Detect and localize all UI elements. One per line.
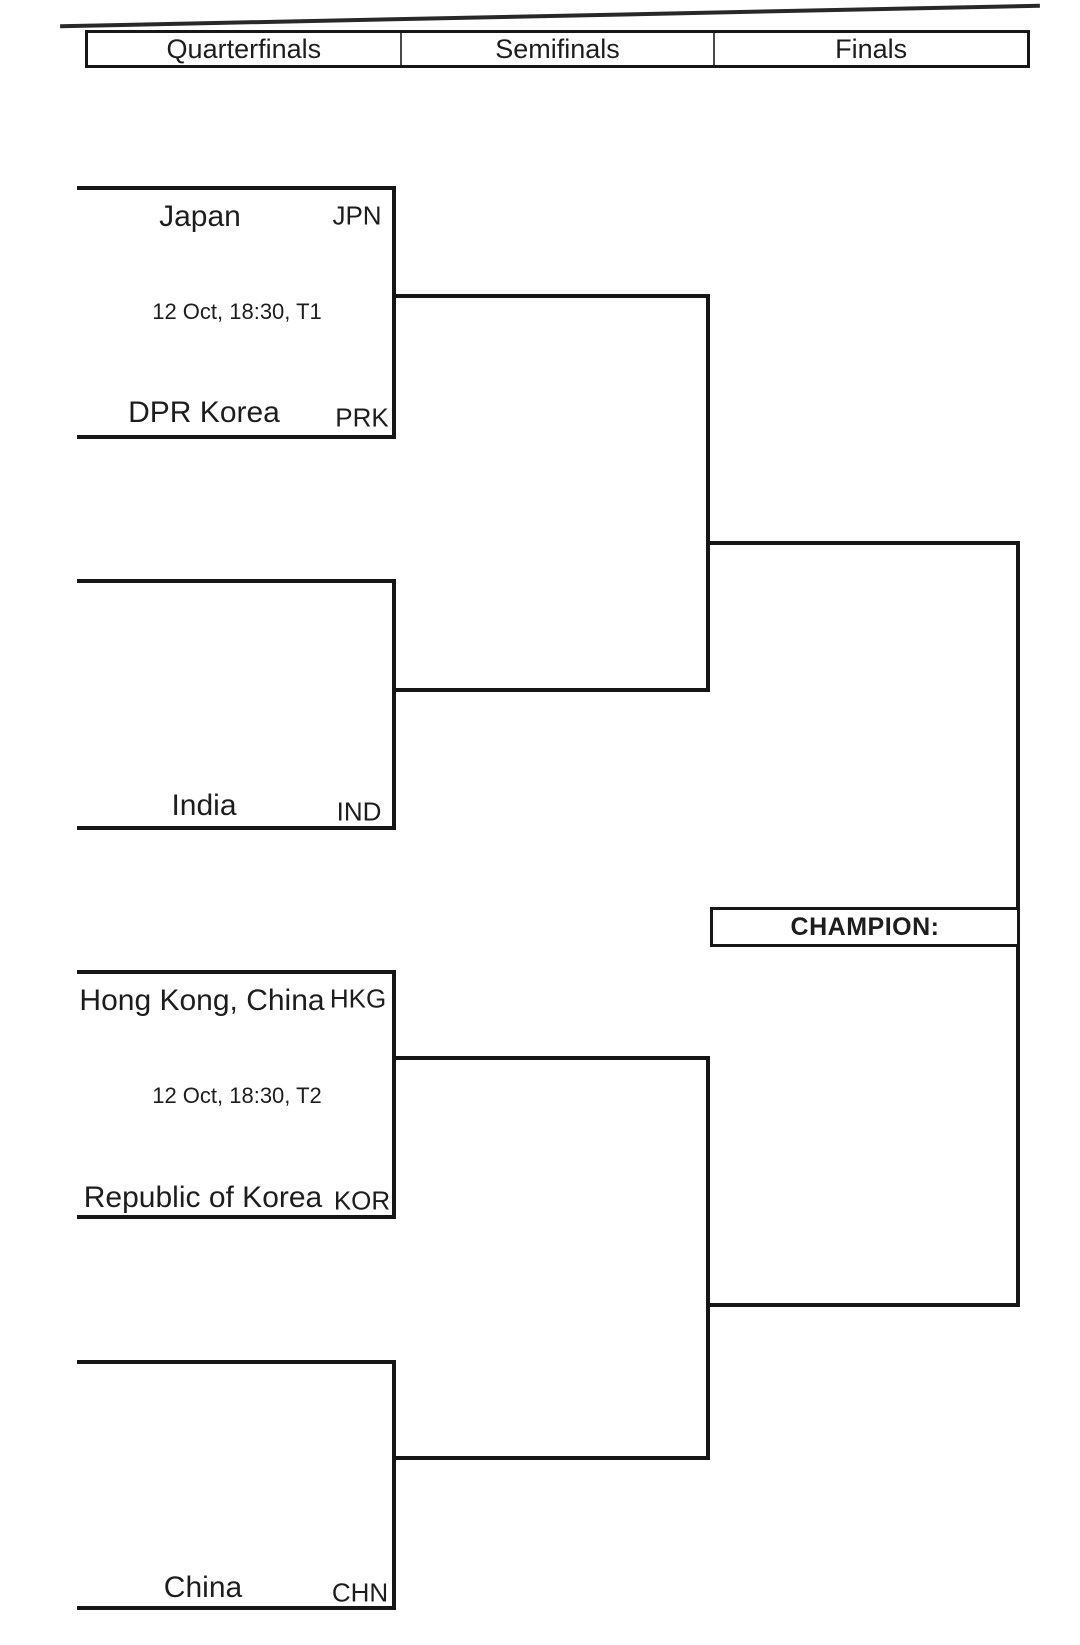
qf3-top-slot-line (77, 970, 395, 974)
qf2-bottom-slot-line (77, 826, 395, 830)
team-name-hong-kong-china: Hong Kong, China (79, 984, 325, 1017)
round-header: Quarterfinals Semifinals Finals (85, 30, 1030, 68)
qf1-to-sf1-connector (392, 294, 710, 298)
round-header-cell-finals: Finals (715, 33, 1027, 65)
team-name-china: China (163, 1571, 243, 1604)
qf2-top-slot-line (77, 579, 395, 583)
qf4-to-sf2-connector (392, 1456, 710, 1460)
team-name-japan: Japan (159, 200, 241, 233)
round-label-finals: Finals (835, 33, 908, 64)
sf2-winner-line (706, 1303, 1020, 1307)
team-code-kor: KOR (333, 1185, 391, 1216)
scan-edge-line (60, 3, 1040, 29)
sf1-winner-line (706, 541, 1020, 545)
champion-label: CHAMPION: (790, 912, 940, 941)
team-code-jpn: JPN (332, 200, 382, 231)
qf1-schedule: 12 Oct, 18:30, T1 (152, 299, 322, 324)
qf4-top-slot-line (77, 1360, 395, 1364)
round-header-cell-semifinals: Semifinals (399, 33, 716, 65)
team-code-ind: IND (336, 796, 382, 827)
team-name-republic-of-korea: Republic of Korea (83, 1181, 323, 1214)
round-label-semifinals: Semifinals (495, 33, 620, 64)
round-header-cell-quarterfinals: Quarterfinals (88, 33, 400, 65)
qf2-bracket-vertical (392, 579, 396, 830)
qf4-bracket-vertical (392, 1360, 396, 1610)
qf1-top-slot-line (77, 186, 395, 190)
team-code-prk: PRK (335, 402, 389, 433)
qf1-bottom-slot-line (77, 435, 395, 439)
sf2-bracket-vertical (706, 1056, 710, 1460)
qf4-bottom-slot-line (77, 1606, 395, 1610)
qf3-bottom-slot-line (77, 1215, 395, 1219)
team-name-india: India (171, 789, 237, 822)
sf1-bracket-vertical (706, 294, 710, 692)
team-name-dpr-korea: DPR Korea (128, 396, 280, 429)
team-code-hkg: HKG (329, 983, 387, 1014)
qf3-schedule: 12 Oct, 18:30, T2 (152, 1083, 322, 1108)
team-code-chn: CHN (331, 1577, 389, 1608)
round-label-quarterfinals: Quarterfinals (166, 33, 322, 64)
qf2-to-sf1-connector (392, 688, 710, 692)
qf3-to-sf2-connector (392, 1056, 710, 1060)
qf1-bracket-vertical (392, 186, 396, 439)
champion-box: CHAMPION: (710, 907, 1020, 947)
qf3-bracket-vertical (392, 970, 396, 1219)
